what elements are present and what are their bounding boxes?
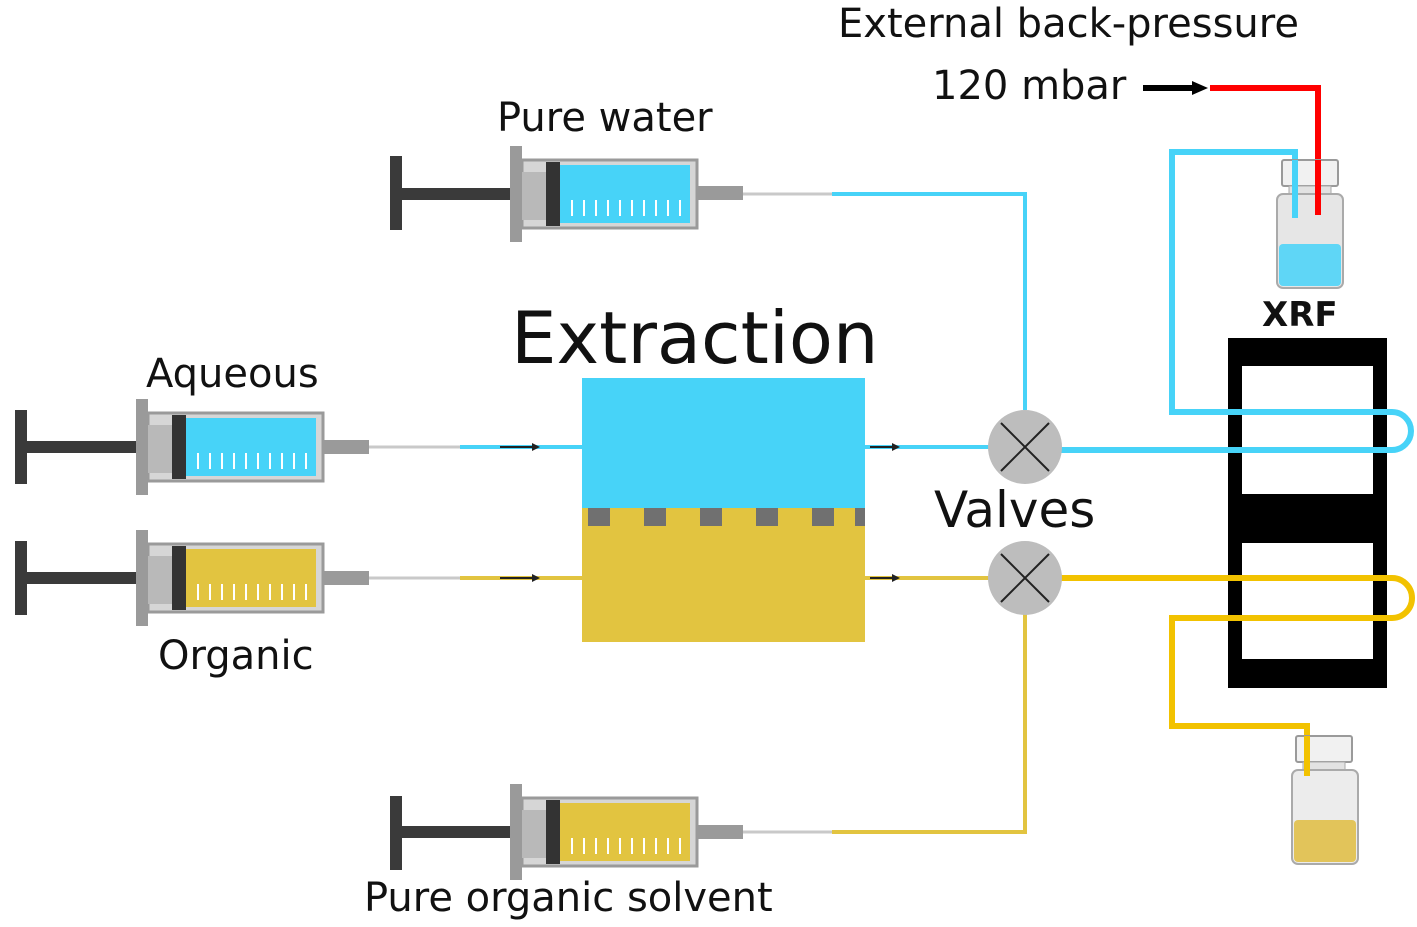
pure-water-label: Pure water <box>497 95 713 141</box>
aqueous-syringe <box>15 399 369 495</box>
pure-water-line <box>740 192 1027 410</box>
organic-label: Organic <box>158 633 314 679</box>
membrane <box>582 508 865 528</box>
valves-label: Valves <box>934 481 1096 539</box>
organic-xrf-loop <box>1060 575 1415 772</box>
organic-feed-line <box>368 574 584 582</box>
pure-organic-solvent-label: Pure organic solvent <box>364 875 773 921</box>
aqueous-outlet-line <box>864 443 992 451</box>
back-pressure-title: External back-pressure <box>838 1 1299 47</box>
xrf-label: XRF <box>1262 295 1338 335</box>
organic-outlet-line <box>864 574 992 582</box>
aqueous-collection-vial <box>1276 159 1344 289</box>
back-pressure-value: 120 mbar <box>932 63 1127 109</box>
extraction-label: Extraction <box>511 296 879 380</box>
pure-organic-solvent-syringe <box>390 784 743 880</box>
organic-collection-vial <box>1291 735 1359 865</box>
extraction-cell <box>582 378 865 642</box>
pure-water-syringe <box>390 146 743 242</box>
aqueous-label: Aqueous <box>146 351 319 397</box>
aqueous-valve <box>988 410 1062 484</box>
organic-syringe <box>15 530 369 626</box>
xrf-detector <box>1228 338 1387 688</box>
aqueous-feed-line <box>368 443 584 451</box>
pure-organic-solvent-line <box>740 612 1027 834</box>
aqueous-xrf-loop <box>1060 149 1414 453</box>
organic-valve <box>988 541 1062 615</box>
back-pressure-arrow <box>1143 81 1208 95</box>
